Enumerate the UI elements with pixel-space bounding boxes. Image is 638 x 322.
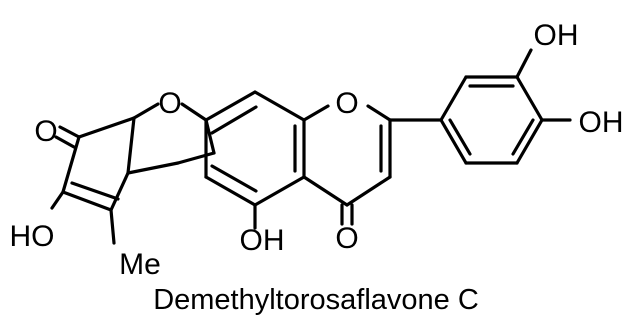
methyl-label: Me [119,248,161,281]
pyranone-oxygen-label: O [335,87,358,120]
ketone-oxygen-label: O [34,115,57,148]
bond [515,75,544,122]
bond [210,164,258,193]
bond [302,175,349,207]
bond [132,102,160,120]
bond [448,118,472,156]
bond [77,116,136,139]
hydroxyl-right-label: OH [579,106,624,139]
bond [253,90,306,122]
bond [204,90,257,122]
bond [126,161,180,175]
atom-labels: O O O O OH OH HO OH Me [10,19,624,281]
hydroxyl-middle-label: OH [240,224,285,257]
bond [70,181,120,201]
hydroxyl-left-label: HO [10,220,55,253]
bond [54,135,76,149]
bond [345,175,392,207]
bond [180,102,208,122]
bond [109,171,130,212]
bond [109,208,116,245]
bond [61,135,81,194]
bond [126,116,136,175]
bond [253,175,306,207]
bond [58,125,81,139]
bond [366,104,392,122]
bond-lines [50,48,572,245]
bond [50,190,65,210]
bond [439,118,468,165]
furan-oxygen-label: O [158,87,181,120]
bond [515,48,533,79]
bond [204,175,257,207]
bond [439,75,468,122]
compound-name: Demethyltorosaflavone C [153,284,479,316]
bond [176,151,216,165]
bond [302,104,330,122]
bond [210,105,258,135]
carbonyl-oxygen-label: O [335,222,358,255]
hydroxyl-top-label: OH [534,19,579,52]
bond [61,190,113,212]
bond [515,118,544,165]
bond [511,118,535,156]
